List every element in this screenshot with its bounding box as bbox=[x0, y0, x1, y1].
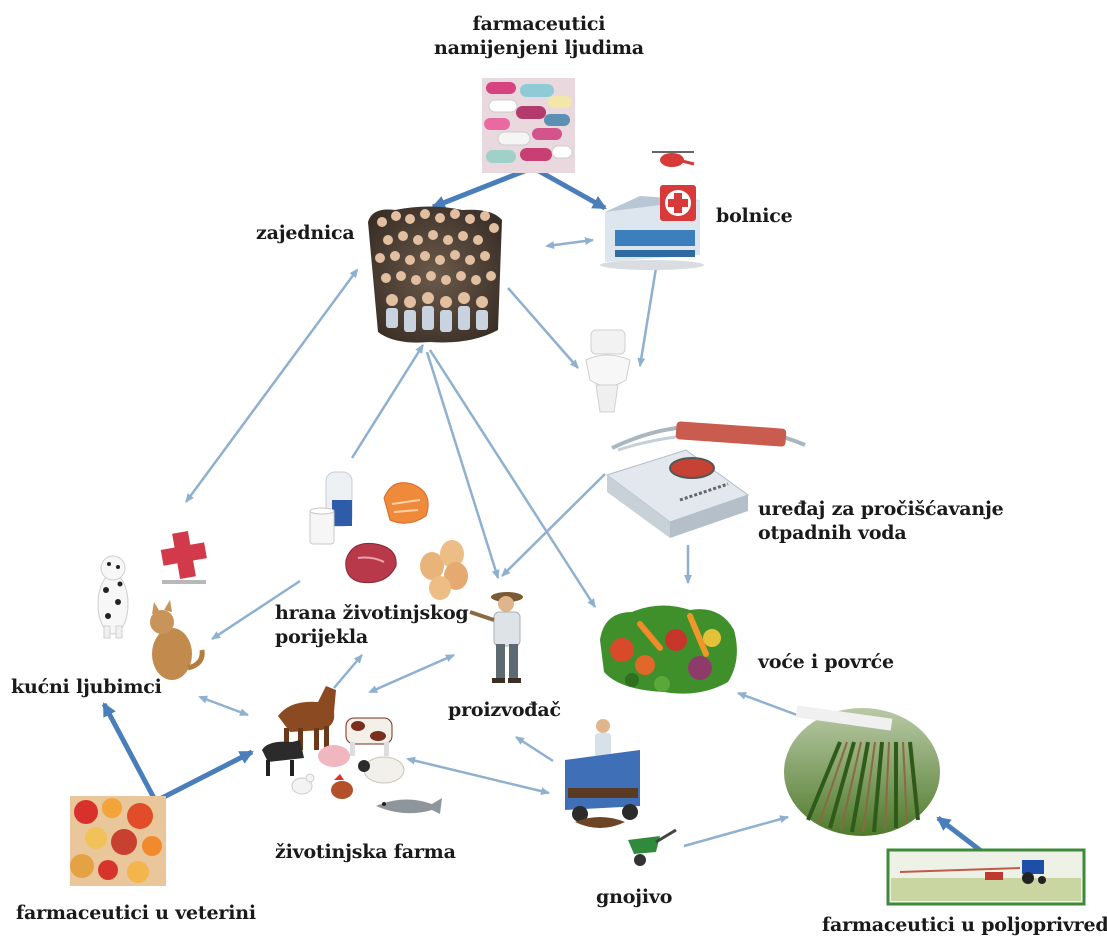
label-manure: gnojivo bbox=[596, 886, 673, 908]
arrow-manure-to-field bbox=[683, 815, 789, 848]
crowd-icon bbox=[368, 206, 502, 343]
arrow-pharma-to-community bbox=[431, 167, 528, 210]
label-wastewater: uređaj za pročišćavanje otpadnih voda bbox=[758, 498, 1004, 546]
label-fruit-veg: voće i povrće bbox=[758, 651, 894, 673]
arrow-community-pets bbox=[184, 268, 359, 503]
arrow-field-to-vegetables bbox=[737, 691, 798, 717]
arrow-community-to-vegetables bbox=[428, 349, 597, 608]
label-agri-pharma: farmaceutici u poljoprivredi bbox=[822, 914, 1107, 936]
veterinary-clinic-icon bbox=[160, 530, 207, 584]
vet-pills-icon bbox=[70, 796, 166, 886]
label-animal-farm: životinjska farma bbox=[275, 841, 456, 863]
arrow-community-hospitals bbox=[545, 237, 594, 250]
arrow-community-to-producer bbox=[425, 351, 500, 579]
label-wastewater-line2: otpadnih voda bbox=[758, 521, 907, 544]
label-human-pharma: farmaceutici namijenjeni ljudima bbox=[434, 13, 644, 61]
arrow-community-to-toilet bbox=[507, 287, 579, 369]
label-producer: proizvođač bbox=[448, 699, 561, 721]
farmer-icon bbox=[469, 592, 523, 683]
arrow-vetpharma-to-pets bbox=[101, 702, 158, 802]
arrow-pets-farm bbox=[198, 695, 249, 717]
arrow-farm-producer bbox=[368, 653, 455, 694]
crop-field-icon bbox=[784, 705, 940, 836]
arrow-hospitals-to-toilet bbox=[637, 267, 658, 367]
farm-animals-icon bbox=[262, 686, 442, 814]
arrow-farm-manure bbox=[406, 756, 550, 796]
pills-icon bbox=[482, 78, 575, 173]
arrow-agripharma-to-field bbox=[936, 816, 987, 856]
label-wastewater-line1: uređaj za pročišćavanje bbox=[758, 498, 1004, 520]
label-animal-food-line1: hrana životinjskog bbox=[275, 602, 469, 624]
arrow-food-to-community bbox=[350, 344, 425, 459]
arrow-pharma-to-hospitals bbox=[535, 167, 607, 211]
arrow-food-to-pets bbox=[211, 579, 301, 641]
toilet-icon bbox=[585, 329, 631, 413]
arrow-wastewater-to-producer bbox=[501, 473, 606, 577]
label-hospitals: bolnice bbox=[716, 205, 793, 227]
manure-icon bbox=[565, 719, 677, 866]
arrow-farm-to-food bbox=[333, 654, 363, 689]
label-pets: kućni ljubimci bbox=[11, 676, 162, 698]
vegetables-icon bbox=[600, 605, 737, 694]
pets-icon bbox=[97, 555, 205, 680]
label-vet-pharma: farmaceutici u veterini bbox=[16, 902, 256, 924]
label-community: zajednica bbox=[256, 222, 355, 244]
arrow-manure-to-producer bbox=[515, 735, 554, 763]
label-animal-food: hrana životinjskog porijekla bbox=[275, 602, 469, 650]
hospital-icon bbox=[600, 151, 704, 270]
wastewater-plant-icon bbox=[605, 421, 806, 538]
label-animal-food-line2: porijekla bbox=[275, 625, 369, 648]
label-human-pharma-line1: farmaceutici bbox=[472, 13, 606, 35]
animal-food-icon bbox=[309, 471, 468, 600]
tractor-spraying-icon bbox=[886, 848, 1086, 906]
label-human-pharma-line2: namijenjeni ljudima bbox=[434, 36, 644, 59]
arrow-vetpharma-to-farm bbox=[156, 749, 254, 803]
arrows bbox=[101, 167, 987, 856]
